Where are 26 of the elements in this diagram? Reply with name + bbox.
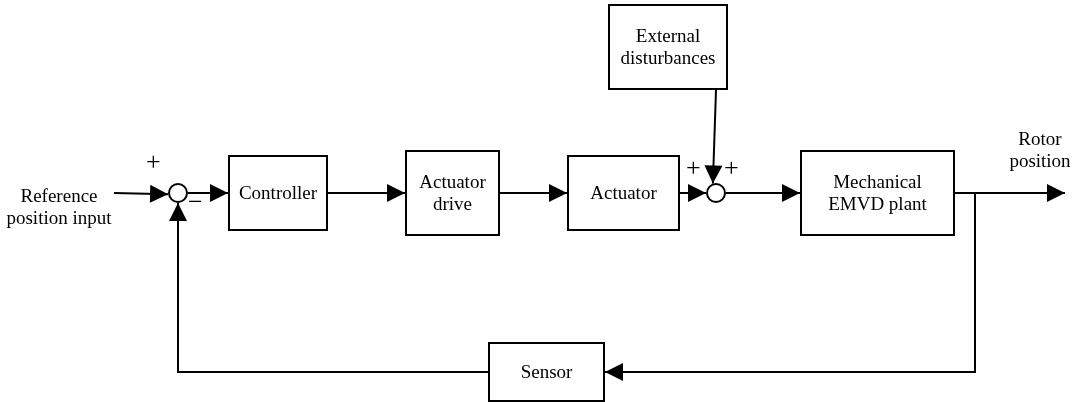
arrow	[327, 184, 406, 202]
arrow	[679, 184, 707, 202]
sign-label: +	[146, 149, 161, 175]
block-label: Mechanical EMVD plant	[827, 171, 928, 215]
block	[228, 155, 328, 231]
arrow	[169, 202, 489, 373]
sign-label: −	[188, 189, 203, 215]
arrow	[704, 89, 723, 185]
sign-label: +	[686, 155, 701, 181]
arrow	[499, 184, 568, 202]
block	[405, 150, 500, 236]
arrow	[113, 184, 170, 203]
block-label: Actuator	[590, 182, 657, 204]
arrow	[725, 184, 801, 202]
block-label: Sensor	[520, 361, 573, 383]
block	[608, 4, 728, 90]
block	[800, 150, 955, 236]
arrow	[187, 184, 229, 202]
sign-label: +	[724, 155, 739, 181]
block	[567, 155, 680, 231]
block-label: Controller	[238, 182, 318, 204]
block-label: Reference position input	[5, 185, 113, 229]
block-label: Actuator drive	[418, 171, 487, 215]
arrow	[604, 192, 976, 381]
block-label: External disturbances	[619, 25, 717, 69]
block	[488, 342, 605, 402]
